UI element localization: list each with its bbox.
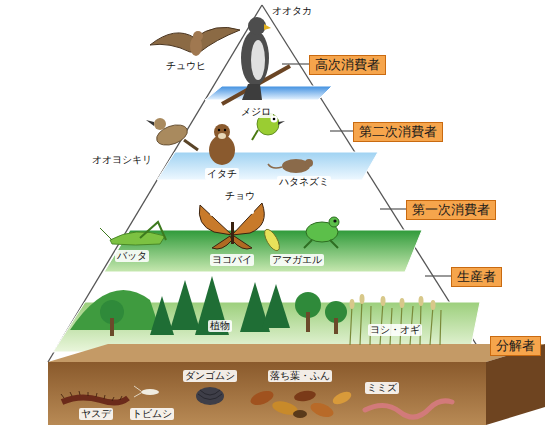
organism-label: アマガエル [270,254,324,266]
level-label: 高次消費者 [315,57,380,72]
level-box: 第一次消費者 [406,200,496,220]
level-label: 分解者 [496,338,535,353]
organism-label: ヨシ・オギ [368,324,422,336]
organism-label: チュウヒ [164,60,208,72]
organism-label: オオヨシキリ [90,154,154,166]
organism-label: トビムシ [130,408,174,420]
level-box: 生産者 [451,267,502,287]
level-box: 第二次消費者 [353,122,443,142]
organism-label: イタチ [205,168,239,180]
organism-label: ヨコバイ [210,254,254,266]
organism-label: ミミズ [365,382,399,394]
organism-label: 植物 [208,320,232,332]
organism-label: オオタカ [270,5,314,17]
organism-label: 落ち葉・ふん [268,370,332,382]
organism-label: チョウ [223,190,257,202]
level-label: 第一次消費者 [412,202,490,217]
organism-label: メジロ [239,106,273,118]
organism-label: バッタ [115,250,149,262]
organism-label: ハタネズミ [277,176,331,188]
level-box: 分解者 [490,336,541,356]
level-label: 生産者 [457,269,496,284]
level-box: 高次消費者 [309,55,386,75]
organism-label: ダンゴムシ [183,370,237,382]
organism-label: ヤスデ [79,408,113,420]
level-label: 第二次消費者 [359,124,437,139]
